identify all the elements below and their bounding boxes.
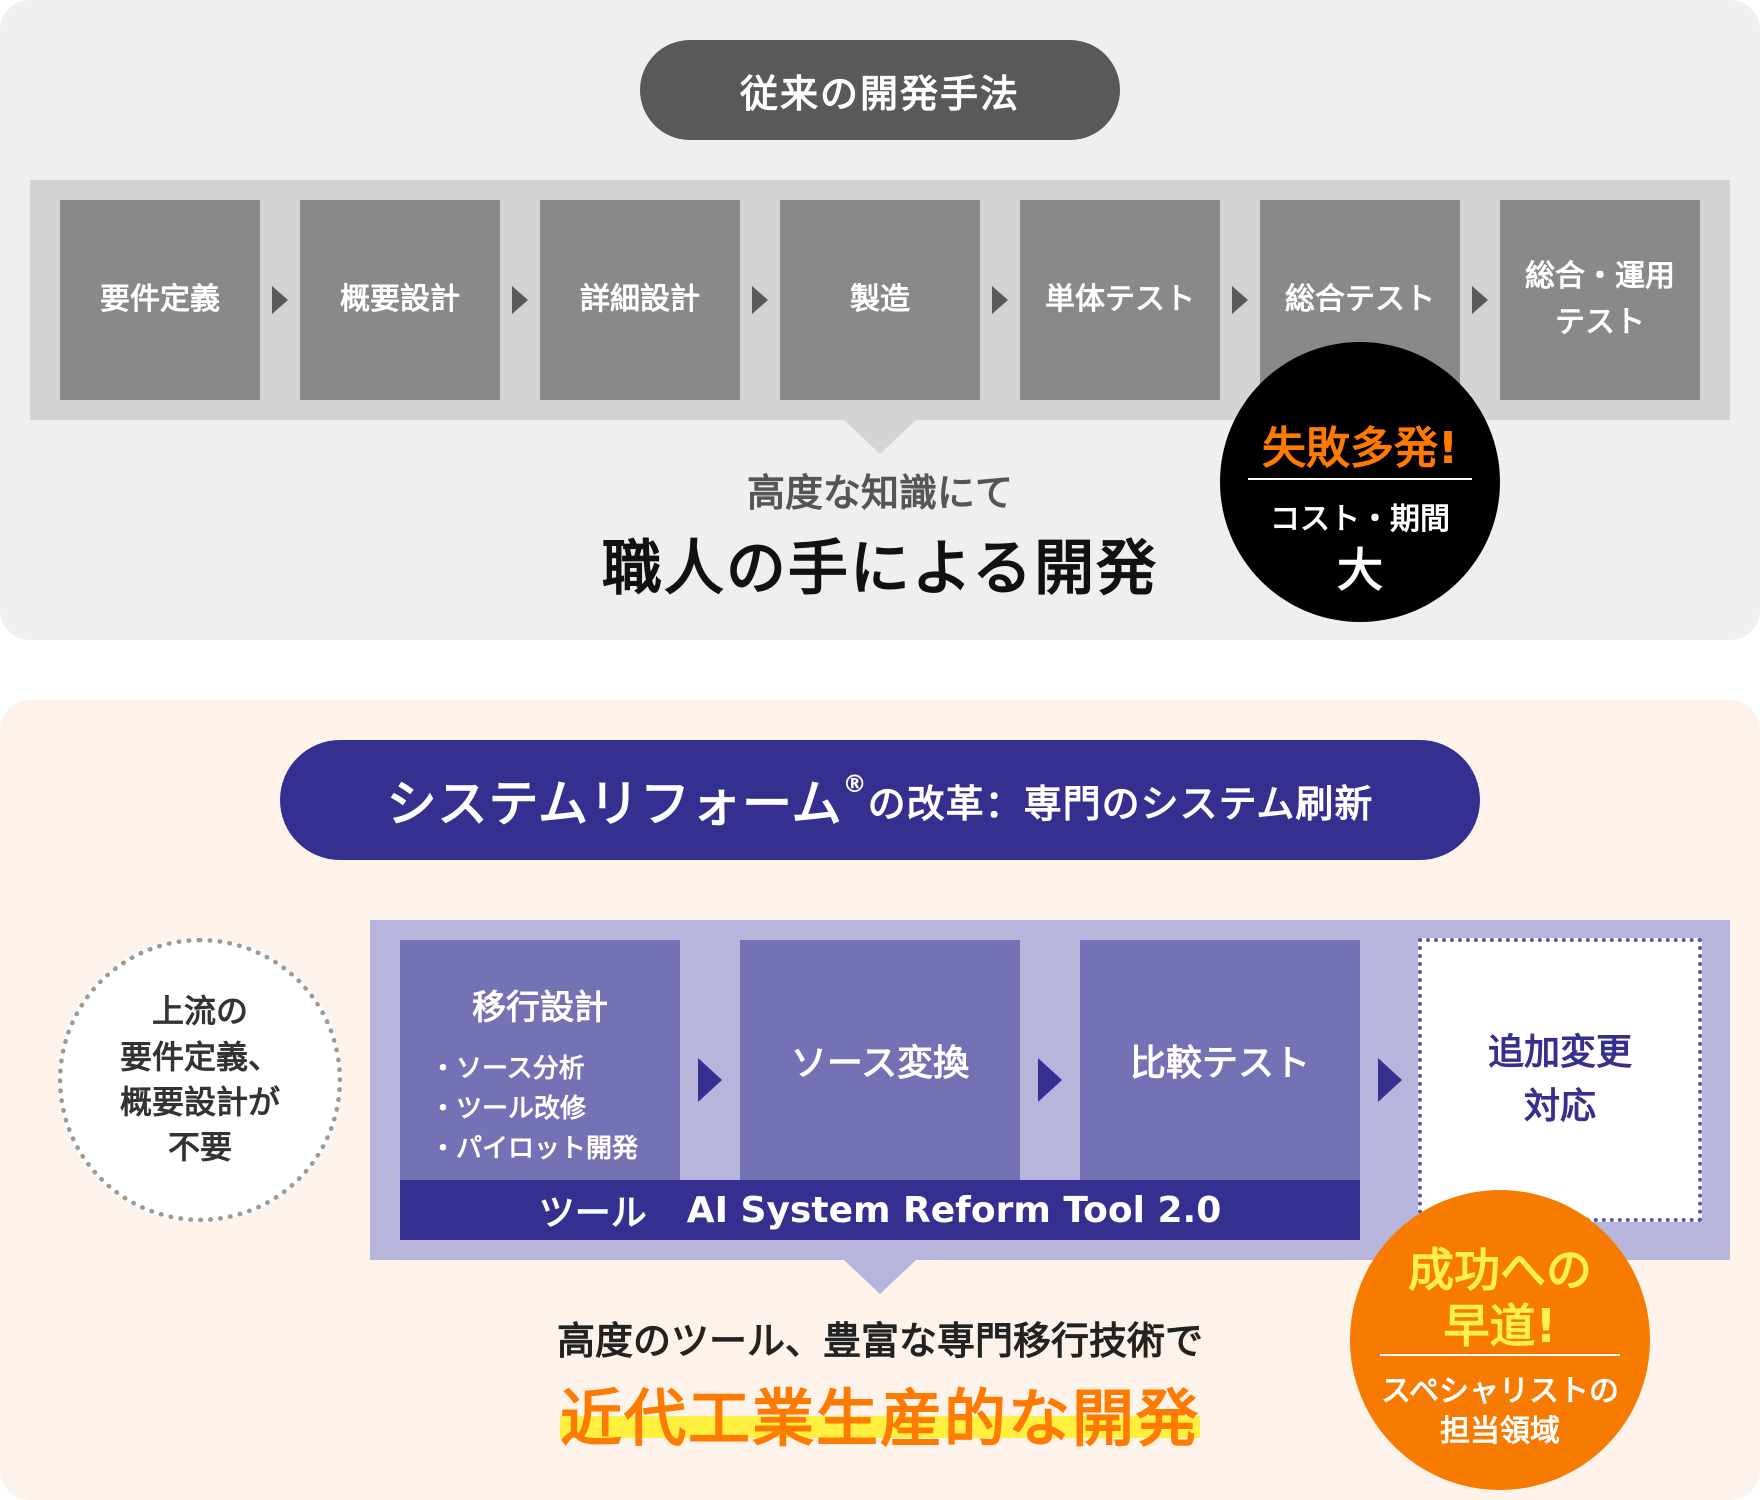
- step-operation-test: 総合・運用 テスト: [1500, 200, 1700, 400]
- additional-change-line1: 追加変更: [1487, 1032, 1632, 1073]
- reform-title: システムリフォーム®の改革：専門のシステム刷新: [280, 740, 1480, 860]
- step-detail-design: 詳細設計: [540, 200, 740, 400]
- arrow-right-icon: [1232, 286, 1248, 314]
- additional-change-line2: 対応: [1523, 1086, 1596, 1127]
- failure-badge-divider: [1248, 478, 1472, 480]
- bullet-tool-modification: ・ツール改修: [430, 1094, 587, 1124]
- tool-label: ツール: [538, 1193, 647, 1234]
- failure-badge-title: 失敗多発!: [1261, 423, 1459, 474]
- step-additional-change: 追加変更 対応: [1418, 938, 1702, 1222]
- arrow-right-icon: [512, 286, 528, 314]
- success-badge-title1: 成功への: [1408, 1243, 1592, 1297]
- band-pointer: [844, 420, 916, 454]
- arrow-right-icon: [992, 286, 1008, 314]
- success-badge-divider: [1380, 1354, 1620, 1356]
- step-operation-test-line1: 総合・運用: [1525, 258, 1675, 294]
- arrow-right-icon: [272, 286, 288, 314]
- failure-badge-subtitle: コスト・期間: [1270, 502, 1450, 537]
- reform-main-text: 近代工業生産的な開発: [559, 1382, 1200, 1455]
- highlight-marker: [560, 1416, 1200, 1438]
- band-pointer: [844, 1260, 916, 1294]
- success-badge-sub2: 担当領域: [1440, 1414, 1560, 1449]
- traditional-title: 従来の開発手法: [640, 40, 1120, 140]
- step-unit-test: 単体テスト: [1020, 200, 1220, 400]
- reform-lead-text: 高度のツール、豊富な専門移行技術で: [556, 1319, 1203, 1363]
- tool-name: AI System Reform Tool 2.0: [686, 1189, 1222, 1231]
- arrow-right-icon: [752, 286, 768, 314]
- step-operation-test-line2: テスト: [1555, 305, 1645, 340]
- step-comparison-test: 比較テスト: [1080, 940, 1360, 1180]
- upstream-unneeded-circle: 上流の 要件定義、 概要設計が 不要: [58, 938, 342, 1222]
- success-badge: 成功への 早道! スペシャリストの 担当領域: [1350, 1190, 1650, 1490]
- step-basic-design: 概要設計: [300, 200, 500, 400]
- reform-title-main: システムリフォーム: [386, 775, 843, 833]
- registered-mark: ®: [842, 770, 868, 798]
- upstream-line4: 不要: [167, 1128, 232, 1167]
- failure-badge-big: 大: [1337, 543, 1383, 597]
- step-manufacturing: 製造: [780, 200, 980, 400]
- bullet-pilot-development: ・パイロット開発: [430, 1134, 639, 1164]
- bullet-source-analysis: ・ソース分析: [430, 1054, 585, 1084]
- arrow-right-icon: [1038, 1058, 1062, 1102]
- step-requirements: 要件定義: [60, 200, 260, 400]
- traditional-lead-text: 高度な知識にて: [746, 471, 1013, 515]
- step-migration-design: 移行設計 ・ソース分析 ・ツール改修 ・パイロット開発: [400, 940, 680, 1180]
- arrow-right-icon: [1378, 1058, 1402, 1102]
- step-source-conversion: ソース変換: [740, 940, 1020, 1180]
- tool-bar: ツール AI System Reform Tool 2.0: [400, 1180, 1360, 1240]
- upstream-line3: 概要設計が: [119, 1083, 280, 1121]
- failure-badge: 失敗多発! コスト・期間 大: [1220, 342, 1500, 622]
- reform-title-sub: の改革：専門のシステム刷新: [867, 781, 1374, 826]
- success-badge-title2: 早道!: [1443, 1299, 1557, 1353]
- arrow-right-icon: [698, 1058, 722, 1102]
- traditional-main-text: 職人の手による開発: [601, 534, 1159, 604]
- success-badge-sub1: スペシャリストの: [1381, 1374, 1619, 1409]
- upstream-line1: 上流の: [151, 992, 248, 1031]
- arrow-right-icon: [1472, 286, 1488, 314]
- upstream-line2: 要件定義、: [119, 1037, 280, 1076]
- migration-design-title: 移行設計: [472, 988, 608, 1028]
